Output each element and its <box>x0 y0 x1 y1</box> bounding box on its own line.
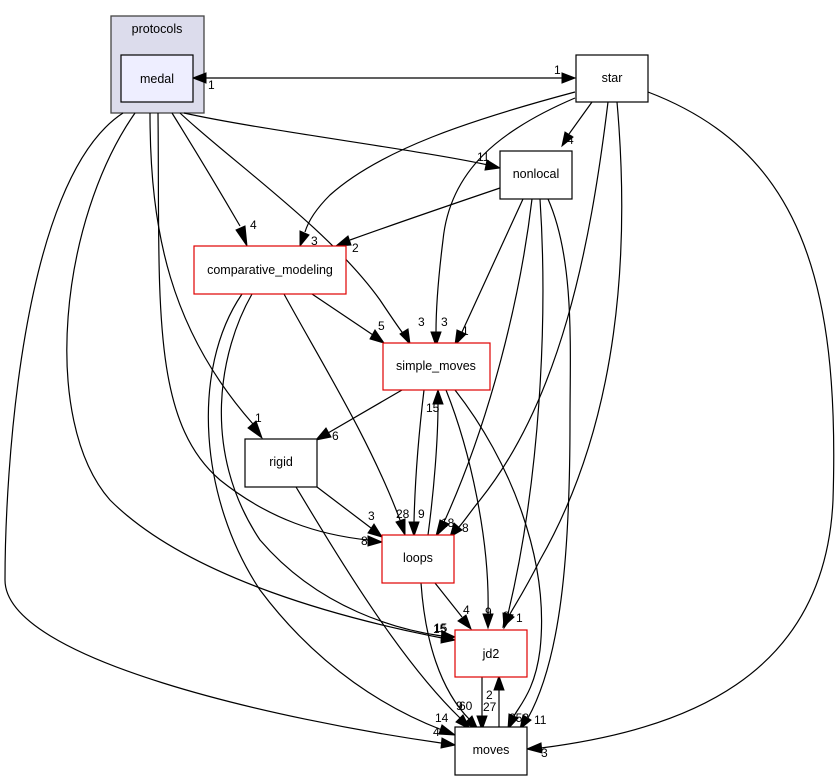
edge-comparative-moves[interactable] <box>207 293 457 736</box>
edge-nonlocal-simple[interactable] <box>454 198 524 347</box>
node-label: simple_moves <box>396 359 476 373</box>
edge-label-star-loops: 8 <box>462 521 469 535</box>
edge-medal-loops[interactable] <box>157 112 384 547</box>
node-label: jd2 <box>482 647 500 661</box>
node-simple-moves[interactable]: simple_moves <box>382 342 491 391</box>
node-comparative-modeling[interactable]: comparative_modeling <box>193 245 347 295</box>
edge-medal-comparative[interactable] <box>171 112 248 247</box>
edge-nonlocal-moves[interactable] <box>519 198 571 731</box>
edge-comparative-jd2[interactable] <box>220 293 457 642</box>
edge-simple-rigid[interactable] <box>314 389 403 441</box>
edge-label-moves-jd2: 2 <box>486 688 493 702</box>
edge-medal-simple[interactable] <box>179 112 411 346</box>
edge-star-moves[interactable] <box>525 91 835 754</box>
edge-nonlocal-jd2[interactable] <box>502 198 544 630</box>
edge-label-simple-moves: 253 <box>509 711 529 725</box>
edge-simple-loops[interactable] <box>408 389 425 538</box>
edge-label-nonlocal-comparative: 2 <box>352 241 359 255</box>
edge-jd2-moves[interactable] <box>476 676 488 732</box>
edge-label-nonlocal-jd2: 3 <box>503 609 510 623</box>
edge-medal-moves[interactable] <box>4 112 457 749</box>
edge-label-rigid-loops: 3 <box>368 509 375 523</box>
edge-label-simple-loops: 9 <box>418 507 425 521</box>
edge-comparative-loops[interactable] <box>283 293 406 537</box>
edge-label-medal-jd2: 15 <box>434 621 448 635</box>
node-loops[interactable]: loops <box>381 534 455 584</box>
edge-label-medal-moves: 4 <box>433 725 440 739</box>
node-label: loops <box>403 551 433 565</box>
edge-label-rigid-moves: 9 <box>456 699 463 713</box>
node-label: star <box>602 71 623 85</box>
edge-label-star-moves: 3 <box>541 746 548 760</box>
edge-loops-jd2[interactable] <box>434 582 472 631</box>
edge-label-comparative-moves: 14 <box>435 711 449 725</box>
nodes: medal star nonlocal comparative_modeling… <box>120 54 649 776</box>
node-label: medal <box>140 72 174 86</box>
node-medal[interactable]: medal <box>120 54 194 103</box>
node-label: nonlocal <box>513 167 560 181</box>
edge-label-medal-nonlocal: 11 <box>477 150 490 164</box>
edge-label-medal-comparative: 4 <box>250 218 257 232</box>
edge-label-nonlocal-moves: 11 <box>534 713 547 727</box>
edge-moves-jd2[interactable] <box>493 674 505 727</box>
edge-rigid-loops[interactable] <box>316 486 384 538</box>
edge-star-medal[interactable] <box>191 72 207 84</box>
edge-star-simple[interactable] <box>430 97 576 348</box>
edge-label-medal-star: 1 <box>554 63 561 77</box>
edge-nonlocal-loops[interactable] <box>435 198 533 538</box>
node-label: comparative_modeling <box>207 263 333 277</box>
cluster-label: protocols <box>132 22 183 36</box>
edge-label-comparative-jd2: 15 <box>433 622 447 636</box>
edge-label-star-simple: 3 <box>441 315 448 329</box>
edge-label-medal-rigid: 1 <box>255 411 262 425</box>
edge-label-comparative-loops: 28 <box>396 507 410 521</box>
edges <box>4 72 835 754</box>
node-jd2[interactable]: jd2 <box>454 629 528 678</box>
node-label: rigid <box>269 455 293 469</box>
edge-medal-star[interactable] <box>206 72 577 84</box>
edge-nonlocal-comparative[interactable] <box>334 187 501 247</box>
edge-medal-rigid[interactable] <box>149 112 263 440</box>
edge-star-comparative[interactable] <box>299 91 576 248</box>
edge-star-loops[interactable] <box>449 101 609 539</box>
edge-label-loops-moves: 60 <box>459 699 473 713</box>
node-nonlocal[interactable]: nonlocal <box>499 150 573 200</box>
node-label: moves <box>473 743 510 757</box>
edge-label-comparative-simple: 5 <box>378 319 385 333</box>
edge-label-simple-jd2: 9 <box>485 605 492 619</box>
edge-label-star-nonlocal: 4 <box>567 133 574 147</box>
edge-label-jd2-moves: 27 <box>483 700 497 714</box>
edge-label-star-jd2: 1 <box>516 611 523 625</box>
edge-label-loops-simple: 15 <box>426 401 440 415</box>
edge-label-simple-rigid: 6 <box>332 429 339 443</box>
edge-simple-jd2[interactable] <box>445 389 494 630</box>
edge-label-loops-jd2: 4 <box>463 603 470 617</box>
edge-simple-moves[interactable] <box>454 389 543 731</box>
node-moves[interactable]: moves <box>454 726 528 776</box>
edge-label-medal-loops: 8 <box>361 534 368 548</box>
edge-label-star-medal: 1 <box>208 78 215 92</box>
edge-medal-nonlocal[interactable] <box>183 112 502 171</box>
edge-star-nonlocal[interactable] <box>561 101 593 148</box>
edge-loops-simple[interactable] <box>427 388 444 536</box>
edge-comparative-simple[interactable] <box>311 293 386 344</box>
edge-label-nonlocal-loops: 18 <box>441 516 455 530</box>
edge-labels: 1 1 11 4 3 1 8 15 4 4 3 3 8 1 3 2 1 18 3… <box>208 63 574 760</box>
edge-label-medal-simple: 3 <box>418 315 425 329</box>
edge-label-star-comparative: 3 <box>311 234 318 248</box>
edge-label-nonlocal-simple: 1 <box>462 324 469 338</box>
node-star[interactable]: star <box>575 54 649 103</box>
node-rigid[interactable]: rigid <box>244 438 318 488</box>
